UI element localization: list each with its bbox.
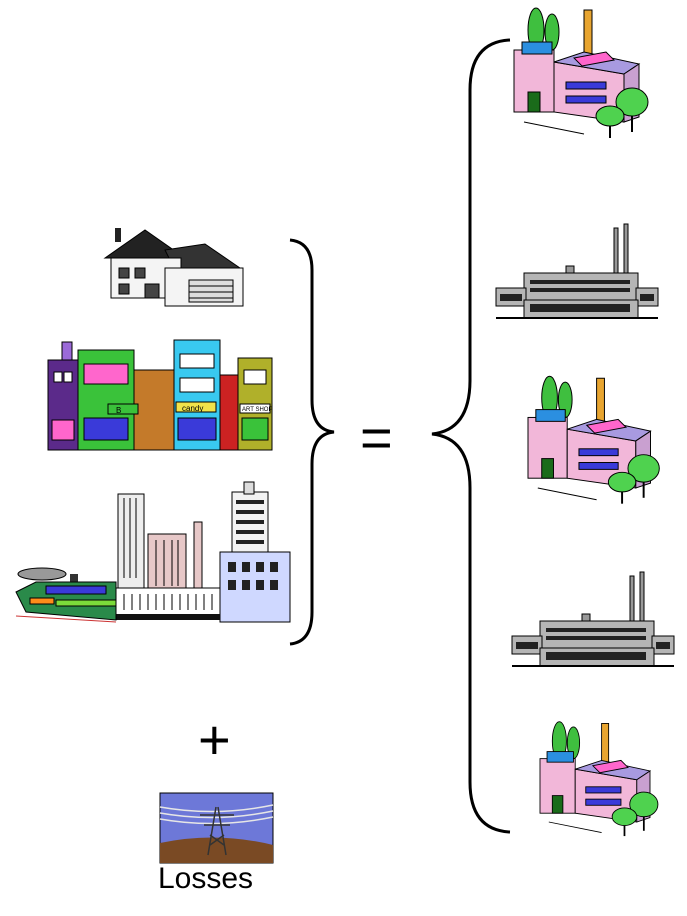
- shop-sign-art-shop: ART SHOP: [242, 407, 272, 413]
- house-icon: [103, 228, 244, 307]
- power-plant-color-icon: [513, 7, 649, 139]
- shop-sign-b: B: [116, 406, 121, 415]
- generation-brace: [431, 38, 511, 834]
- equals-sign: =: [360, 406, 393, 469]
- shops-icon: B candy ART SHOP: [47, 339, 273, 451]
- transmission-tower-icon: [159, 792, 274, 864]
- plus-sign: +: [198, 708, 231, 771]
- factory-gray-icon: [495, 223, 659, 319]
- power-plant-color-icon: [539, 720, 659, 837]
- shop-sign-candy: candy: [182, 404, 203, 413]
- factory-gray-icon: [511, 571, 675, 667]
- power-plant-color-icon: [527, 375, 661, 505]
- losses-label: Losses: [158, 862, 254, 895]
- loads-brace: [289, 238, 335, 646]
- industrial-city-icon: [15, 481, 291, 623]
